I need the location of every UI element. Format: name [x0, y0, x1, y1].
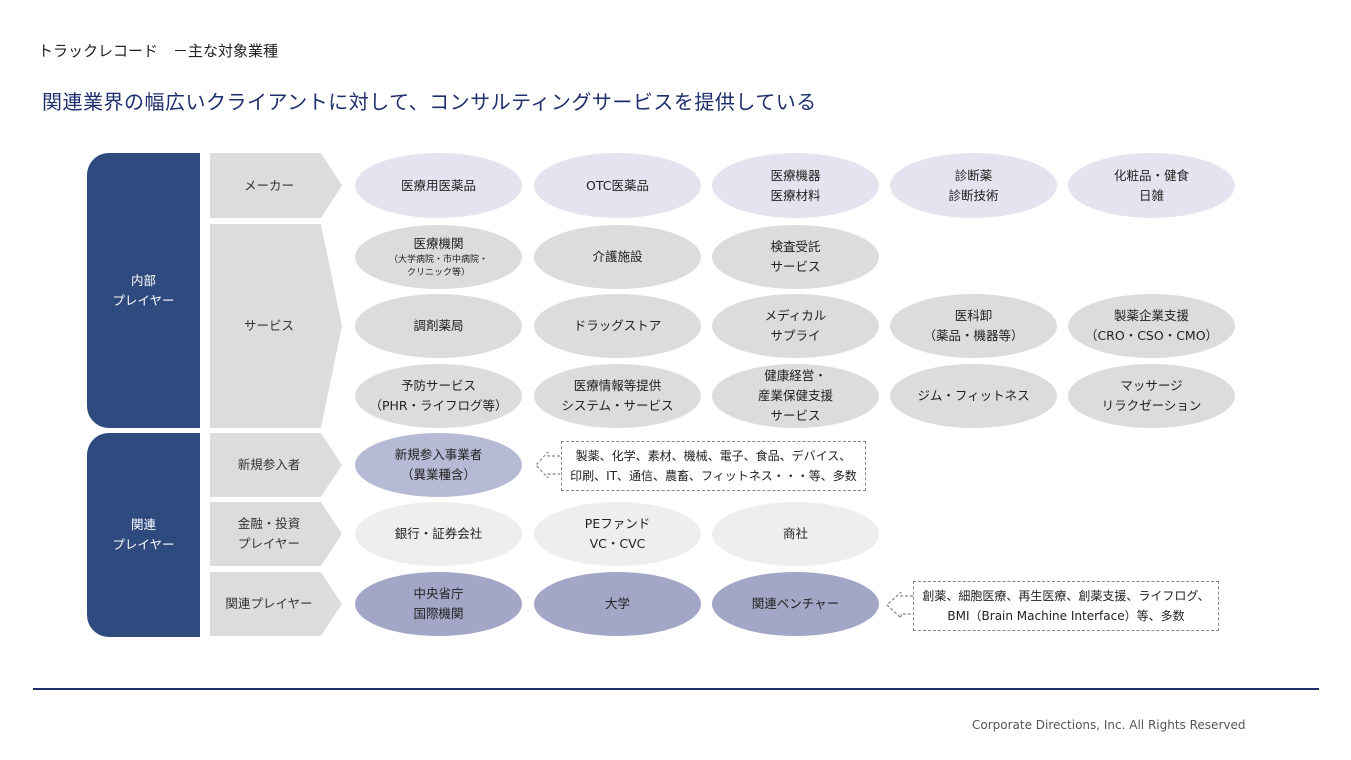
callout-arrow-icon	[535, 452, 560, 478]
category-related: 関連プレイヤー	[210, 572, 342, 636]
oval-service: 医科卸 （薬品・機器等）	[890, 294, 1057, 358]
oval-related: 中央省庁 国際機関	[355, 572, 522, 636]
oval-label: 検査受託 サービス	[770, 239, 821, 274]
oval-label: マッサージ リラクゼーション	[1101, 378, 1202, 413]
breadcrumb: トラックレコード －主な対象業種	[38, 42, 279, 60]
oval-service: 調剤薬局	[355, 294, 522, 358]
oval-label: 介護施設	[592, 249, 643, 264]
oval-label: 診断薬 診断技術	[948, 167, 999, 203]
oval-label: 予防サービス （PHR・ライフログ等）	[369, 378, 508, 413]
oval-service: メディカル サプライ	[712, 294, 879, 358]
oval-finance: 商社	[712, 502, 879, 566]
oval-service: 医療情報等提供 システム・サービス	[534, 364, 701, 428]
oval-service: 製薬企業支援 （CRO・CSO・CMO）	[1068, 294, 1235, 358]
category-service: サービス	[210, 224, 342, 428]
oval-label: 医療用医薬品	[400, 177, 476, 193]
oval-label: 関連ベンチャー	[751, 596, 840, 611]
oval-label: 大学	[604, 596, 630, 611]
oval-service-hospital: 医療機関 （大学病院・市中病院・ クリニック等）	[355, 225, 522, 289]
footer-copyright: Corporate Directions, Inc. All Rights Re…	[972, 718, 1246, 732]
oval-label: ジム・フィットネス	[917, 388, 1030, 403]
oval-label: 医療機器 医療材料	[770, 167, 821, 203]
oval-label: メディカル サプライ	[764, 308, 827, 343]
oval-sublabel: （大学病院・市中病院・ クリニック等）	[388, 255, 488, 278]
oval-related: 関連ベンチャー	[712, 572, 879, 636]
note-text: 製薬、化学、素材、機械、電子、食品、デバイス、 印刷、IT、通信、農畜、フィット…	[570, 449, 857, 483]
oval-service: 健康経営・ 産業保健支援 サービス	[712, 364, 879, 428]
oval-label: 医療機関	[413, 236, 464, 251]
oval-service: ドラッグストア	[534, 294, 701, 358]
oval-maker: 診断薬 診断技術	[890, 153, 1057, 218]
oval-maker: OTC医薬品	[534, 153, 701, 218]
oval-label: 健康経営・ 産業保健支援 サービス	[757, 368, 833, 423]
oval-service: ジム・フィットネス	[890, 364, 1057, 428]
group-related-players: 関連 プレイヤー	[87, 433, 200, 637]
related-note: 創薬、細胞医療、再生医療、創薬支援、ライフログ、 BMI（Brain Machi…	[913, 581, 1219, 631]
note-text: 創薬、細胞医療、再生医療、創薬支援、ライフログ、 BMI（Brain Machi…	[922, 589, 1210, 623]
category-maker: メーカー	[210, 153, 342, 218]
category-label-maker: メーカー	[243, 177, 294, 193]
category-new-entrant: 新規参入者	[210, 433, 342, 497]
oval-service: 検査受託 サービス	[712, 225, 879, 289]
category-label-service: サービス	[243, 318, 294, 333]
group-label-related: 関連 プレイヤー	[112, 517, 175, 552]
oval-label: 新規参入事業者 （異業種含）	[394, 447, 483, 482]
callout-arrow-icon	[886, 592, 913, 618]
oval-label: 医科卸 （薬品・機器等）	[923, 308, 1024, 343]
oval-maker: 医療用医薬品	[355, 153, 522, 218]
oval-label: 調剤薬局	[413, 318, 464, 333]
category-label-finance: 金融・投資 プレイヤー	[237, 516, 301, 551]
oval-label: 中央省庁 国際機関	[413, 586, 464, 621]
oval-label: 医療情報等提供 システム・サービス	[561, 378, 674, 413]
oval-finance: 銀行・証券会社	[355, 502, 522, 566]
oval-finance: PEファンド VC・CVC	[534, 502, 701, 566]
category-label-new-entrant: 新規参入者	[237, 457, 301, 472]
oval-service: マッサージ リラクゼーション	[1068, 364, 1235, 428]
oval-service: 介護施設	[534, 225, 701, 289]
category-finance: 金融・投資 プレイヤー	[210, 502, 342, 566]
oval-label: PEファンド VC・CVC	[584, 516, 651, 551]
group-internal-players: 内部 プレイヤー	[87, 153, 200, 428]
page-title: 関連業界の幅広いクライアントに対して、コンサルティングサービスを提供している	[42, 90, 817, 114]
oval-label: 商社	[782, 526, 808, 541]
group-label-internal: 内部 プレイヤー	[112, 272, 175, 308]
oval-related: 大学	[534, 572, 701, 636]
oval-label: ドラッグストア	[573, 318, 662, 333]
new-entrant-note: 製薬、化学、素材、機械、電子、食品、デバイス、 印刷、IT、通信、農畜、フィット…	[561, 441, 866, 491]
category-label-related: 関連プレイヤー	[225, 596, 313, 611]
oval-service: 予防サービス （PHR・ライフログ等）	[355, 364, 522, 428]
oval-new-entrant: 新規参入事業者 （異業種含）	[355, 433, 522, 497]
oval-label: 銀行・証券会社	[394, 526, 483, 541]
footer-divider	[33, 688, 1319, 690]
oval-label: 化粧品・健食 日雑	[1113, 167, 1189, 203]
oval-label: OTC医薬品	[586, 177, 649, 193]
oval-maker: 化粧品・健食 日雑	[1068, 153, 1235, 218]
oval-maker: 医療機器 医療材料	[712, 153, 879, 218]
oval-label: 製薬企業支援 （CRO・CSO・CMO）	[1084, 308, 1219, 343]
